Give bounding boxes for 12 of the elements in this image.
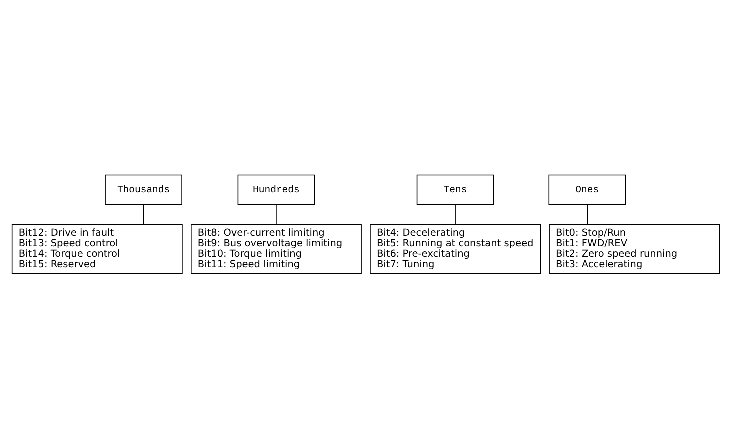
connector (143, 204, 144, 225)
connector (587, 204, 588, 225)
node-box: Bit12: Drive in fault Bit13: Speed control Bit14: Torque control Bit15: Reserved (12, 224, 183, 274)
node-box: Thousands (105, 174, 182, 204)
node-box: Hundreds (238, 174, 316, 204)
connector (455, 204, 456, 225)
connector (276, 204, 277, 225)
node-box: Tens (416, 174, 494, 204)
node-box: Bit8: Over-current limiting Bit9: Bus overvoltage limiting Bit10: Torque limiting Bit11: Speed limiting (191, 224, 362, 274)
node-box: Bit0: Stop/Run Bit1: FWD/REV Bit2: Zero speed running Bit3: Accelerating (549, 224, 720, 274)
node-box: Bit4: Decelerating Bit5: Running at constant speed Bit6: Pre-excitating Bit7: Tuning (370, 224, 541, 274)
node-box: Ones (548, 174, 626, 204)
